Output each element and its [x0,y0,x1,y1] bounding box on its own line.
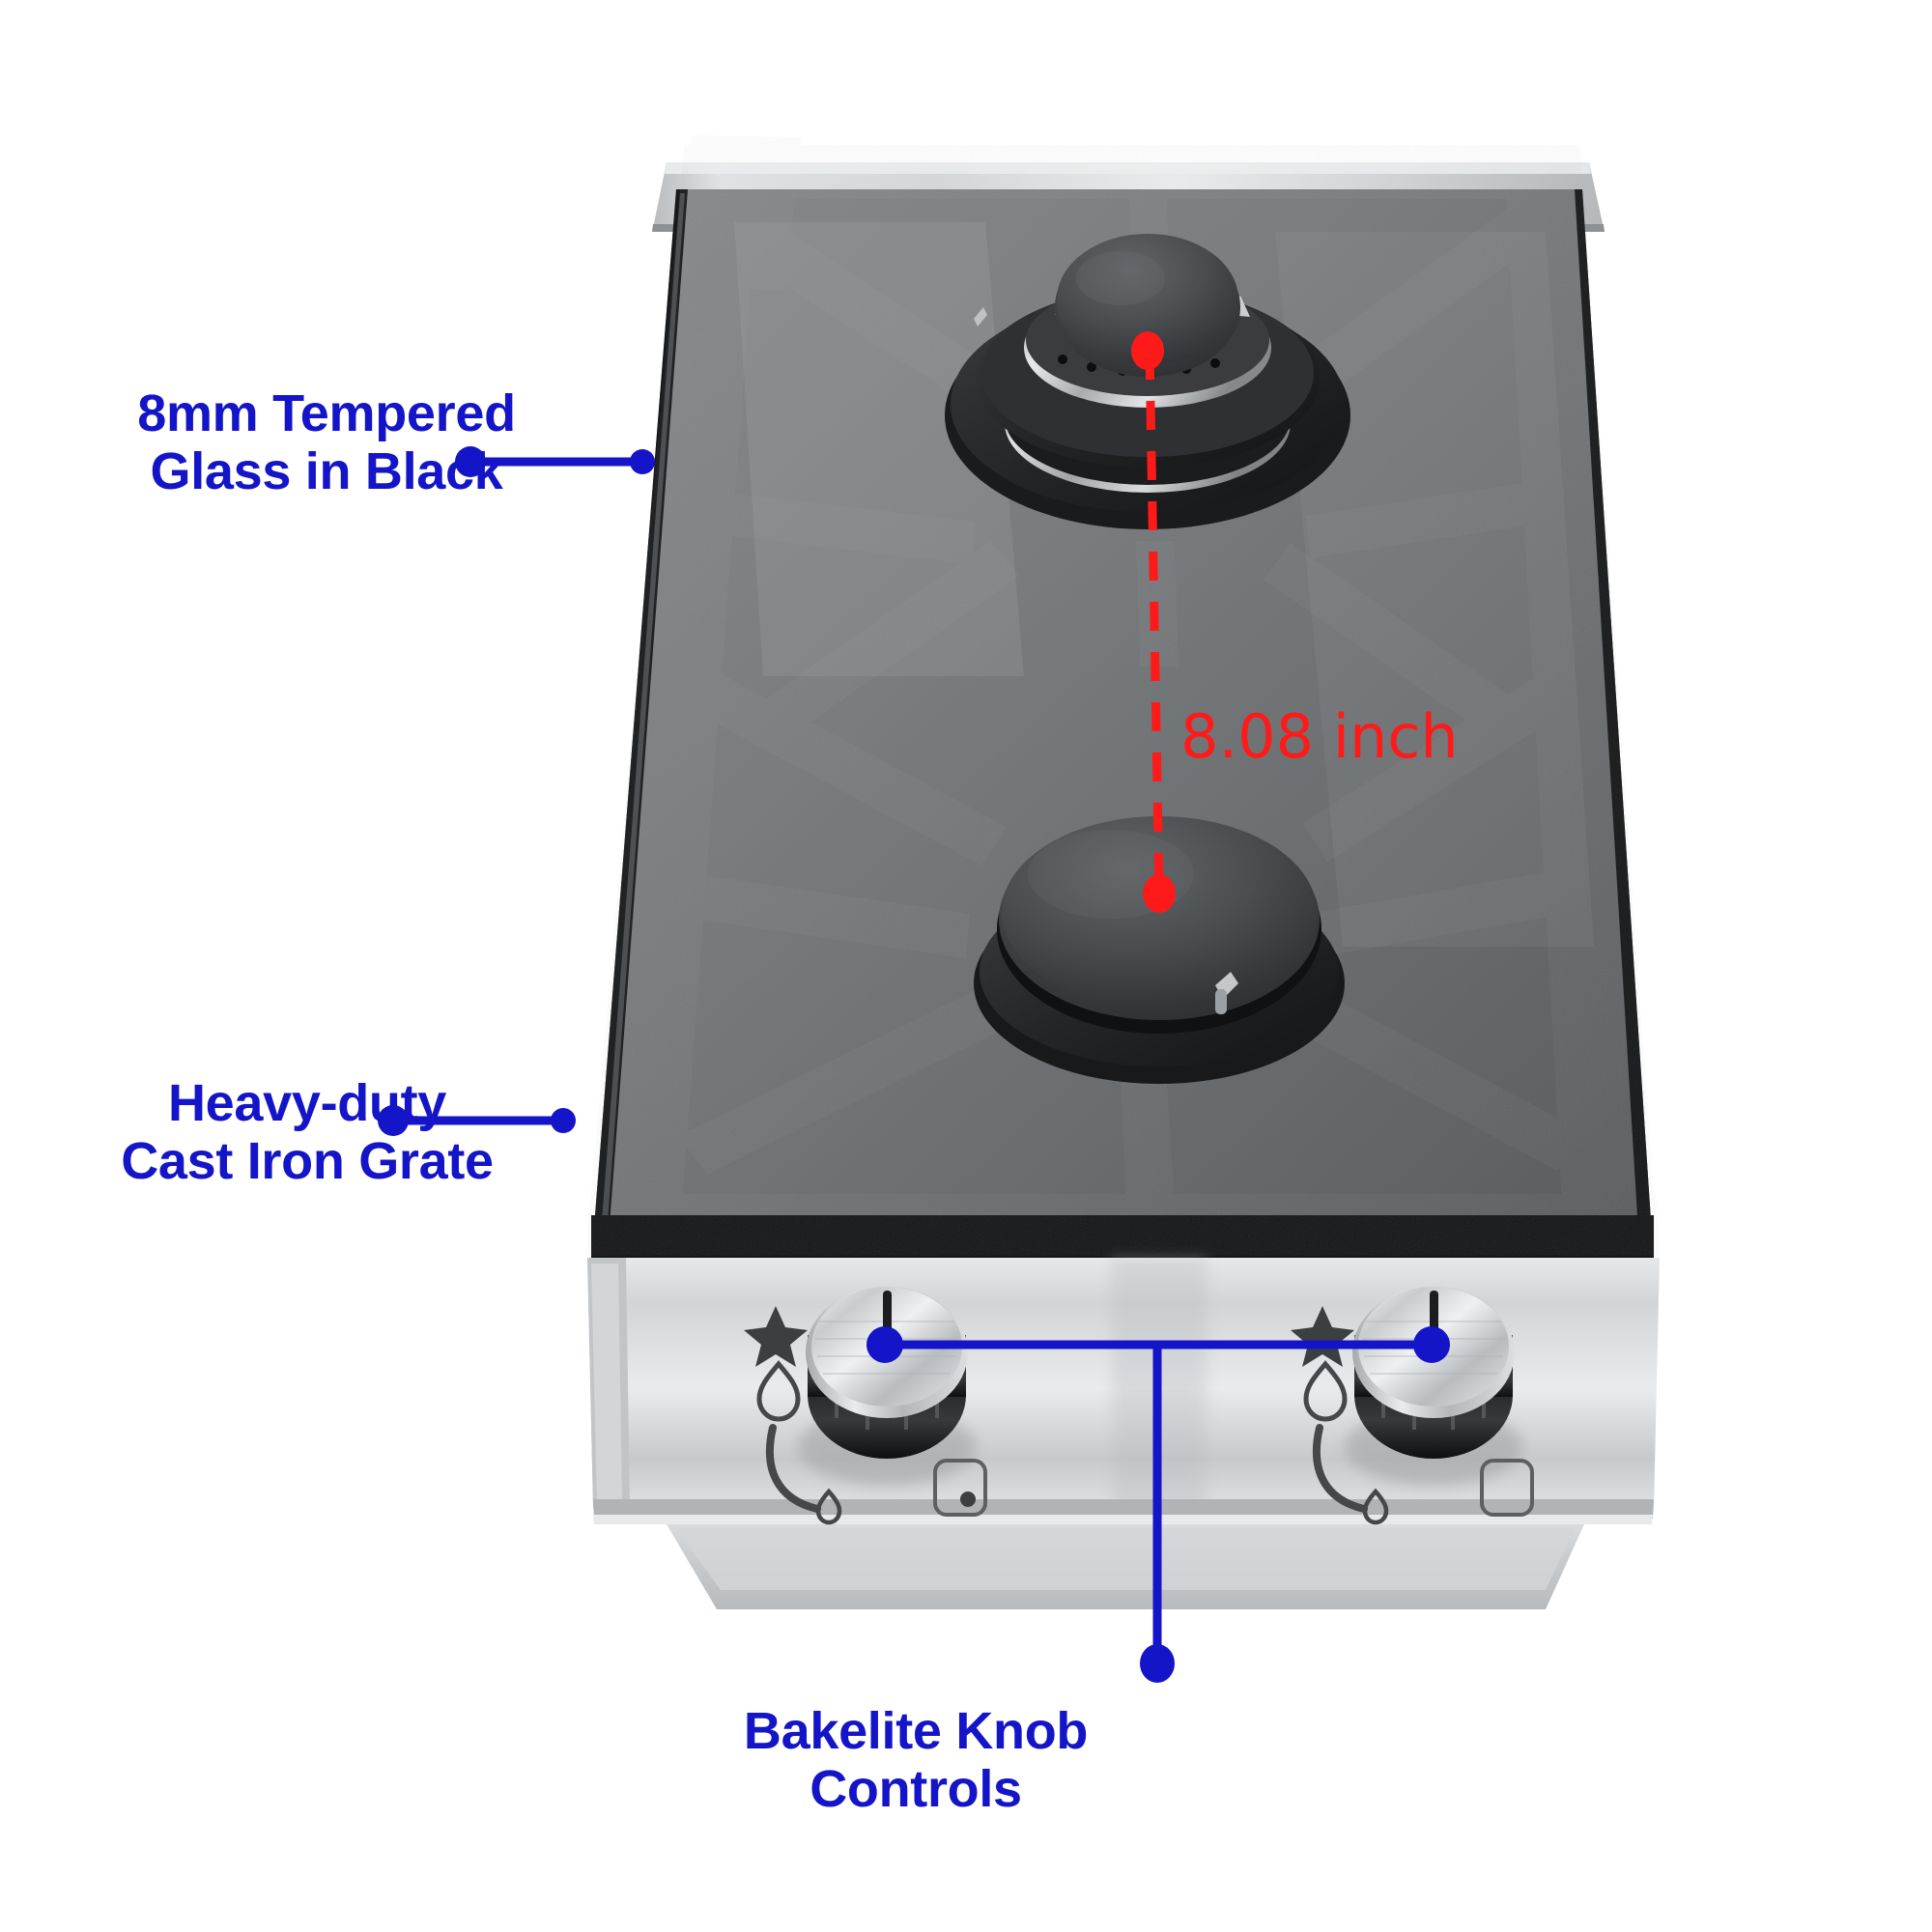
stainless-control-panel [587,1258,1660,1609]
callout-label-tempered-glass: 8mm Tempered Glass in Black [137,384,516,501]
cast-iron-grate [585,135,1660,1256]
right-knob [1291,1287,1534,1525]
callout-label-bakelite-knobs: Bakelite Knob Controls [743,1702,1089,1819]
front-burner-grate-arms [659,667,1609,1202]
right-knob-icons [1291,1306,1534,1525]
front-burner [974,816,1345,1084]
left-knob-icons [744,1306,987,1525]
callout-label-cast-iron-grate: Heavy-duty Cast Iron Grate [121,1074,494,1191]
dimension-label-burner-spacing: 8.08 inch [1180,701,1459,772]
